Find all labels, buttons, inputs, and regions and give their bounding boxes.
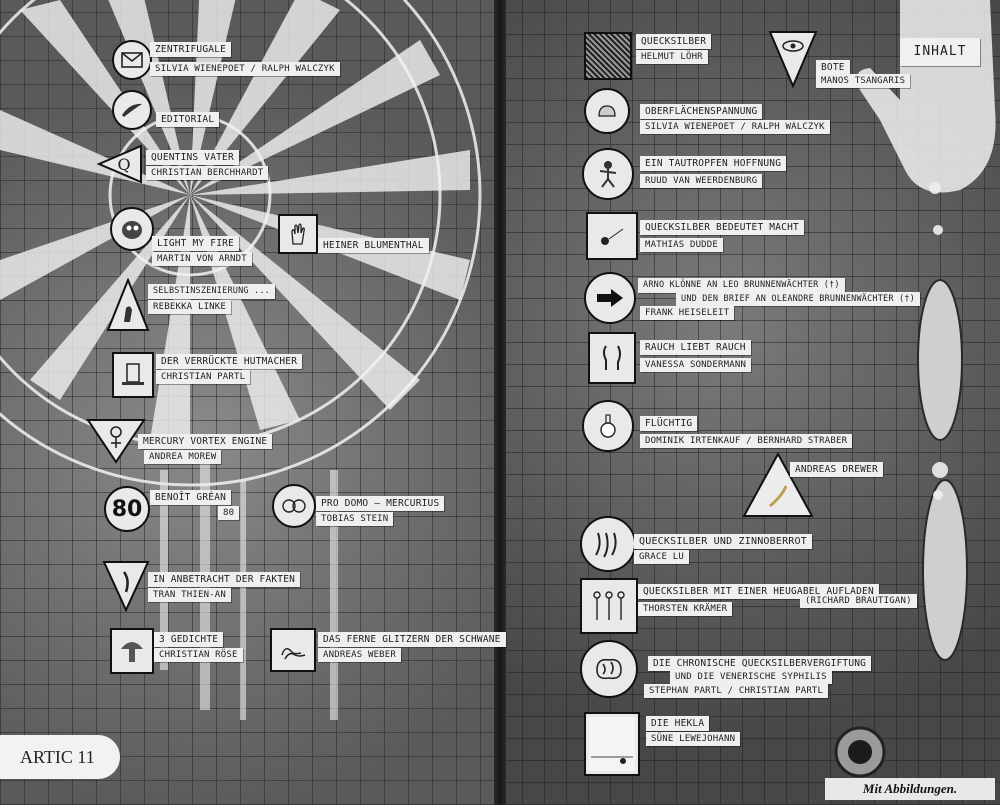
entry-author: MANOS TSANGARIS xyxy=(816,74,911,88)
entry-title: IN ANBETRACHT DER FAKTEN xyxy=(148,572,301,587)
entry-author: DOMINIK IRTENKAUF / BERNHARD STRABER xyxy=(640,434,853,448)
brain-icon xyxy=(580,640,638,698)
entry-author: TOBIAS STEIN xyxy=(316,512,394,526)
arrow-icon xyxy=(584,272,636,324)
tentacles-icon xyxy=(580,516,636,572)
entry-title: ANDREAS DREWER xyxy=(790,462,883,477)
dancer-icon xyxy=(582,148,634,200)
entry-author: ANDREAS WEBER xyxy=(318,648,402,662)
entry-author: RUUD VAN WEERDENBURG xyxy=(640,174,763,188)
droplet-icon xyxy=(584,88,630,134)
entry-title: ARNO KLÖNNE AN LEO BRUNNENWÄCHTER (†) xyxy=(638,278,845,293)
landscape-icon xyxy=(584,712,640,776)
issue-label: ARTIC 11 xyxy=(0,735,120,779)
entry-author: SILVIA WIENEPOET / RALPH WALCZYK xyxy=(640,120,830,134)
entry-author: MATHIAS DUDDE xyxy=(640,238,724,252)
entry-title: 3 GEDICHTE xyxy=(154,632,224,647)
entry-title: DIE CHRONISCHE QUECKSILBERVERGIFTUNG xyxy=(648,656,872,671)
entry-title: QUECKSILBER UND ZINNOBERROT xyxy=(634,534,812,549)
entry-author: SILVIA WIENEPOET / RALPH WALCZYK xyxy=(150,62,340,76)
faces-icon xyxy=(272,484,316,528)
envelope-icon xyxy=(112,40,152,80)
entry-author: VANESSA SONDERMANN xyxy=(640,358,752,372)
page-title: INHALT xyxy=(900,38,980,66)
entry-title: EDITORIAL xyxy=(156,112,220,127)
figures-icon xyxy=(588,332,636,384)
entry-title: HEINER BLUMENTHAL xyxy=(318,238,429,253)
entry-author: ANDREA MOREW xyxy=(144,450,222,464)
entry-author: STEPHAN PARTL / CHRISTIAN PARTL xyxy=(644,684,829,698)
entry-author: GRACE LU xyxy=(634,550,689,564)
entry-title: BENOÎT GRÉAN xyxy=(150,490,232,505)
mercury-symbol-icon xyxy=(86,418,146,464)
entry-author: MARTIN VON ARNDT xyxy=(152,252,252,266)
entry-author: CHRISTIAN BERCHHARDT xyxy=(146,166,269,180)
entry-subtitle: UND DIE VENERISCHE SYPHILIS xyxy=(670,670,832,684)
eye-icon xyxy=(768,30,818,88)
entry-title: LIGHT MY FIRE xyxy=(152,236,239,251)
entry-author: CHRISTIAN PARTL xyxy=(156,370,251,384)
mushroom-icon xyxy=(110,628,154,674)
top-hat-icon xyxy=(112,352,154,398)
creature-icon xyxy=(110,207,154,251)
entry-author: REBEKKA LINKE xyxy=(148,300,232,314)
entry-title: PRO DOMO – MERCURIUS xyxy=(316,496,445,511)
entry-author: FRANK HEISELEIT xyxy=(640,306,735,320)
entry-title: MERCURY VORTEX ENGINE xyxy=(138,434,273,449)
letter-q-icon: Q xyxy=(97,144,143,184)
entry-title: QUENTINS VATER xyxy=(146,150,239,165)
flask-icon xyxy=(582,400,634,452)
entry-author: THORSTEN KRÄMER xyxy=(638,602,733,616)
triangle-icon xyxy=(742,452,814,518)
entry-author: CHRISTIAN RÖSE xyxy=(154,648,243,662)
entry-title: FLÜCHTIG xyxy=(640,416,698,431)
svg-text:Q: Q xyxy=(117,155,130,174)
entry-author: TRAN THIEN-AN xyxy=(148,588,232,602)
entry-aside: (RICHARD BRAUTIGAN) xyxy=(800,594,917,608)
entry-title: ZENTRIFUGALE xyxy=(150,42,232,57)
footer-note: Mit Abbildungen. xyxy=(825,778,995,800)
entry-author: HELMUT LÖHR xyxy=(636,50,708,64)
entry-title: SELBSTINSZENIERUNG ... xyxy=(148,284,275,299)
feather-icon xyxy=(102,560,150,612)
dot-icon xyxy=(586,212,638,260)
figure-icon xyxy=(106,278,150,332)
entry-title: OBERFLÄCHENSPANNUNG xyxy=(640,104,763,119)
entry-subtitle: UND DEN BRIEF AN OLEANDRE BRUNNENWÄCHTER… xyxy=(676,292,920,306)
entry-title: BOTE xyxy=(816,60,850,75)
left-page xyxy=(0,0,500,805)
entry-title: DIE HEKLA xyxy=(646,716,710,731)
page-gutter xyxy=(494,0,506,805)
entry-title: RAUCH LIEBT RAUCH xyxy=(640,340,751,355)
hand-icon xyxy=(278,214,318,254)
entry-title: DAS FERNE GLITZERN DER SCHWANE xyxy=(318,632,506,647)
entry-title: DER VERRÜCKTE HUTMACHER xyxy=(156,354,303,369)
entry-title: EIN TAUTROPFEN HOFFNUNG xyxy=(640,156,787,171)
quill-icon xyxy=(112,90,152,130)
noise-texture-icon xyxy=(584,32,632,80)
entry-title: QUECKSILBER xyxy=(636,34,712,49)
swans-icon xyxy=(270,628,316,672)
entry-author: SÜNE LEWEJOHANN xyxy=(646,732,741,746)
entry-author: 80 xyxy=(218,506,240,520)
entry-title: QUECKSILBER BEDEUTET MACHT xyxy=(640,220,804,235)
number-80-icon: 80 xyxy=(104,486,150,532)
people-icon xyxy=(580,578,638,634)
